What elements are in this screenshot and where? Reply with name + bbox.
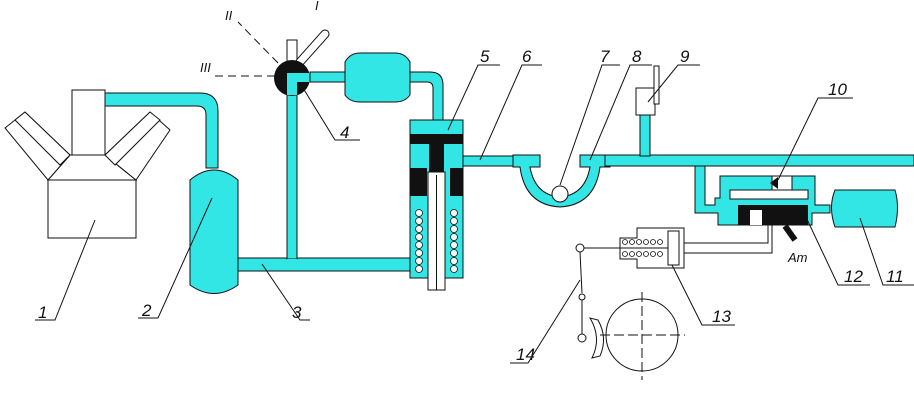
brake-linkage [575,243,685,380]
auxiliary-reservoir [831,189,898,228]
label-4: 4 [340,123,349,142]
label-6: 6 [522,47,532,66]
brake-line [604,154,914,167]
valve-feed-pipe [286,79,298,260]
brake-cylinder [619,224,773,269]
driver-brake-valve [210,21,330,96]
label-14: 14 [516,345,535,364]
train-line [462,155,518,167]
position-II: II [225,8,233,23]
label-2: 2 [141,301,152,320]
leader-lines [35,64,914,364]
reservoir [344,52,411,103]
label-9: 9 [680,47,690,66]
label-1: 1 [38,303,47,322]
label-13: 13 [712,307,731,326]
air-distributor [694,165,831,242]
label-10: 10 [828,80,847,99]
label-5: 5 [480,47,490,66]
label-11: 11 [886,267,904,286]
control-cylinder [409,119,464,291]
compressor-pipe [104,92,219,169]
position-I: I [315,0,319,13]
atmosphere-label: Ат [787,250,808,265]
label-3: 3 [292,303,302,322]
label-8: 8 [632,47,642,66]
label-7: 7 [600,47,610,66]
position-III: III [200,60,211,75]
label-12: 12 [844,267,863,286]
stop-valve [635,87,656,116]
air-receiver [189,169,239,294]
supply-pipe [237,257,411,272]
compressor [4,89,171,239]
